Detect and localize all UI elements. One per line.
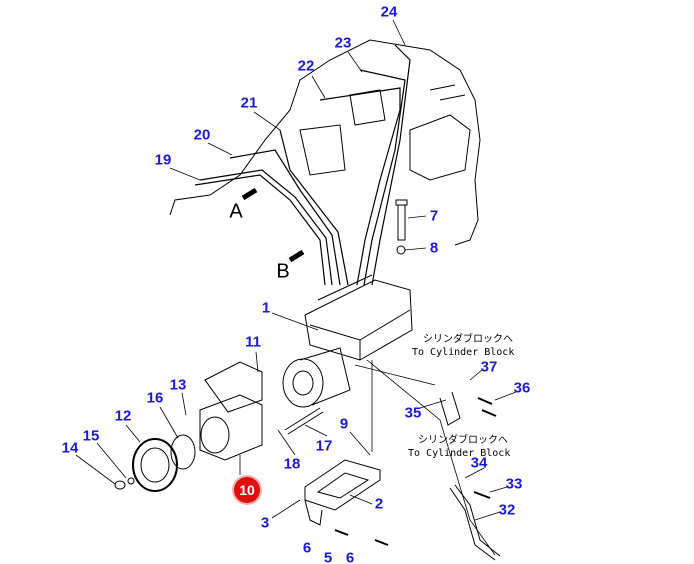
callout-20[interactable]: 20	[193, 126, 211, 144]
callout-18[interactable]: 18	[283, 455, 301, 473]
callout-17[interactable]: 17	[315, 437, 333, 455]
callout-7[interactable]: 7	[429, 207, 439, 225]
callout-6-second[interactable]: 6	[345, 549, 355, 564]
callout-2[interactable]: 2	[374, 495, 384, 513]
callout-8[interactable]: 8	[429, 239, 439, 257]
callout-33[interactable]: 33	[505, 475, 523, 493]
view-arrow-b	[288, 249, 305, 263]
callout-37[interactable]: 37	[480, 358, 498, 376]
bracket-2	[304, 459, 381, 526]
leader-lines	[75, 19, 517, 556]
pipe-32	[449, 484, 501, 561]
o-ring-16	[170, 434, 196, 470]
callout-12[interactable]: 12	[114, 407, 132, 425]
callout-9[interactable]: 9	[339, 415, 349, 433]
drive-pulley	[282, 358, 324, 408]
callout-11[interactable]: 11	[245, 333, 261, 351]
callout-15[interactable]: 15	[82, 427, 100, 445]
gear-12	[132, 438, 178, 492]
callout-34[interactable]: 34	[470, 454, 488, 472]
bolt-5	[334, 529, 389, 546]
callout-13[interactable]: 13	[169, 376, 187, 394]
bolt-36	[477, 397, 497, 417]
callout-32[interactable]: 32	[498, 501, 516, 519]
callout-5[interactable]: 5	[323, 549, 333, 564]
callout-3[interactable]: 3	[260, 514, 270, 532]
bracket-35	[439, 391, 461, 426]
nut-14	[114, 480, 126, 490]
callout-16[interactable]: 16	[146, 389, 164, 407]
callout-35[interactable]: 35	[404, 404, 422, 422]
washer-15	[127, 477, 135, 485]
view-label-a: A	[229, 200, 243, 223]
callout-1[interactable]: 1	[261, 299, 271, 317]
note-lower-jp: シリンダブロックへ	[418, 435, 508, 446]
callout-14[interactable]: 14	[61, 439, 79, 457]
view-label-b: B	[276, 260, 290, 283]
view-arrow-a	[241, 187, 258, 201]
bolt-7	[395, 199, 408, 241]
callout-19[interactable]: 19	[154, 151, 172, 169]
air-compressor	[199, 361, 263, 461]
callout-24[interactable]: 24	[380, 3, 398, 21]
callout-6[interactable]: 6	[302, 539, 312, 557]
callout-23[interactable]: 23	[334, 34, 352, 52]
note-lower-en: To Cylinder Block	[408, 448, 511, 459]
callout-36[interactable]: 36	[513, 379, 531, 397]
bolt-17	[284, 407, 324, 435]
callout-21[interactable]: 21	[240, 94, 258, 112]
note-upper-en: To Cylinder Block	[412, 347, 515, 358]
washer-8	[396, 245, 406, 255]
injection-pump	[304, 274, 413, 361]
callout-22[interactable]: 22	[297, 57, 315, 75]
note-upper-jp: シリンダブロックへ	[423, 334, 513, 345]
fuel-injection-lines	[194, 44, 411, 286]
bolt-33	[473, 491, 491, 499]
callout-10-highlighted[interactable]: 10	[234, 477, 260, 503]
